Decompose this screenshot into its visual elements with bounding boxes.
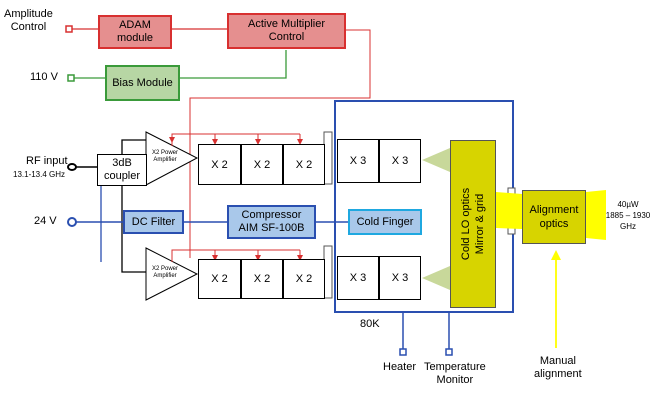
- beam-right: [586, 190, 606, 240]
- top-lo-cone: [422, 148, 450, 172]
- alignment-optics: Alignment optics: [522, 190, 586, 244]
- manual-alignment-label: Manual alignment: [534, 355, 582, 380]
- top-window: [323, 131, 333, 185]
- temperature-monitor-label: Temperature Monitor: [424, 361, 486, 386]
- dc-filter: DC Filter: [123, 210, 184, 234]
- v24-label: 24 V: [34, 215, 57, 227]
- v24-port-icon: [67, 217, 77, 227]
- rf-port-icon: [67, 163, 77, 171]
- compressor: Compressor AIM SF-100B: [227, 205, 316, 239]
- cold-lo-optics-label: Cold LO optics Mirror & grid: [460, 187, 486, 261]
- top-x2-stage-1: X 2: [198, 144, 241, 185]
- heater-label: Heater: [383, 361, 417, 373]
- bottom-bias-bus: [171, 249, 300, 262]
- bottom-x3-stage-2: X 3: [379, 256, 421, 300]
- rf-freq-label: 13.1-13.4 GHz: [13, 170, 66, 179]
- top-x2-stage-3: X 2: [283, 144, 325, 185]
- bottom-amplifier-label: X2 Power Amplifier: [151, 266, 178, 279]
- top-x2-stage-2: X 2: [241, 144, 283, 185]
- 3db-coupler: 3dB coupler: [97, 154, 147, 186]
- coupler-to-top-amp: [121, 139, 146, 155]
- bias-wire: [180, 50, 287, 79]
- bottom-x3-stage-1: X 3: [337, 256, 379, 300]
- bottom-x2-stage-1: X 2: [198, 259, 241, 299]
- bottom-x2-stage-2: X 2: [241, 259, 283, 299]
- temp-80k-label: 80K: [360, 318, 380, 330]
- bottom-window: [323, 245, 333, 299]
- heater-port-icon: [399, 348, 407, 356]
- bottom-x2-stage-3: X 2: [283, 259, 325, 299]
- coupler-to-bottom-amp: [121, 186, 146, 273]
- top-amplifier-label: X2 Power Amplifier: [151, 150, 178, 163]
- multiplier-control-wire: [189, 29, 371, 258]
- top-x3-stage-2: X 3: [379, 139, 421, 183]
- adam-module: ADAM module: [98, 15, 172, 49]
- monitor-port-icon: [445, 348, 453, 356]
- beam-out: [496, 192, 522, 229]
- manual-alignment-arrow: [551, 250, 561, 260]
- bias-module: Bias Module: [105, 65, 180, 101]
- cold-finger: Cold Finger: [348, 209, 422, 235]
- v110-label: 110 V: [30, 71, 58, 83]
- top-x3-stage-1: X 3: [337, 139, 379, 183]
- cold-lo-optics: Cold LO optics Mirror & grid: [450, 140, 496, 308]
- active-multiplier-control: Active Multiplier Control: [227, 13, 346, 49]
- v110-port-icon: [67, 74, 75, 82]
- output-power-label: 40µW 1885 – 1930 GHz: [605, 200, 651, 231]
- amplitude-port-icon: [65, 25, 73, 33]
- bottom-lo-cone: [422, 266, 450, 290]
- rf-input-label: RF input: [26, 155, 68, 167]
- amplitude-control-label: Amplitude Control: [4, 8, 53, 33]
